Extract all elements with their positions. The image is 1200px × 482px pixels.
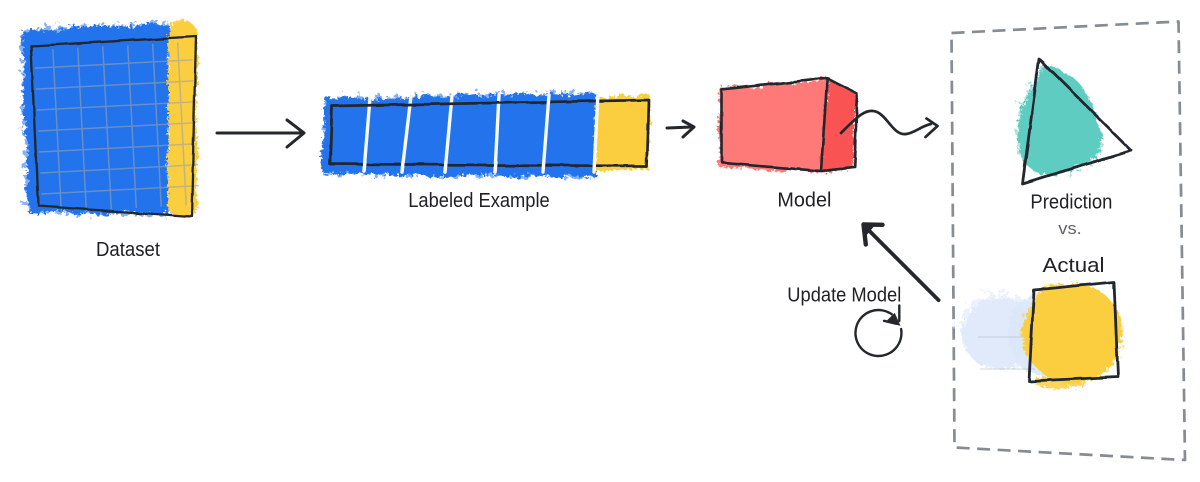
svg-text:Model: Model (777, 190, 831, 212)
svg-text:Labeled Example: Labeled Example (408, 190, 550, 212)
svg-text:Update Model: Update Model (787, 285, 901, 307)
svg-text:Actual: Actual (1043, 255, 1105, 277)
svg-text:Dataset: Dataset (96, 239, 160, 261)
svg-text:Prediction: Prediction (1030, 192, 1112, 214)
svg-text:vs.: vs. (1058, 219, 1082, 238)
